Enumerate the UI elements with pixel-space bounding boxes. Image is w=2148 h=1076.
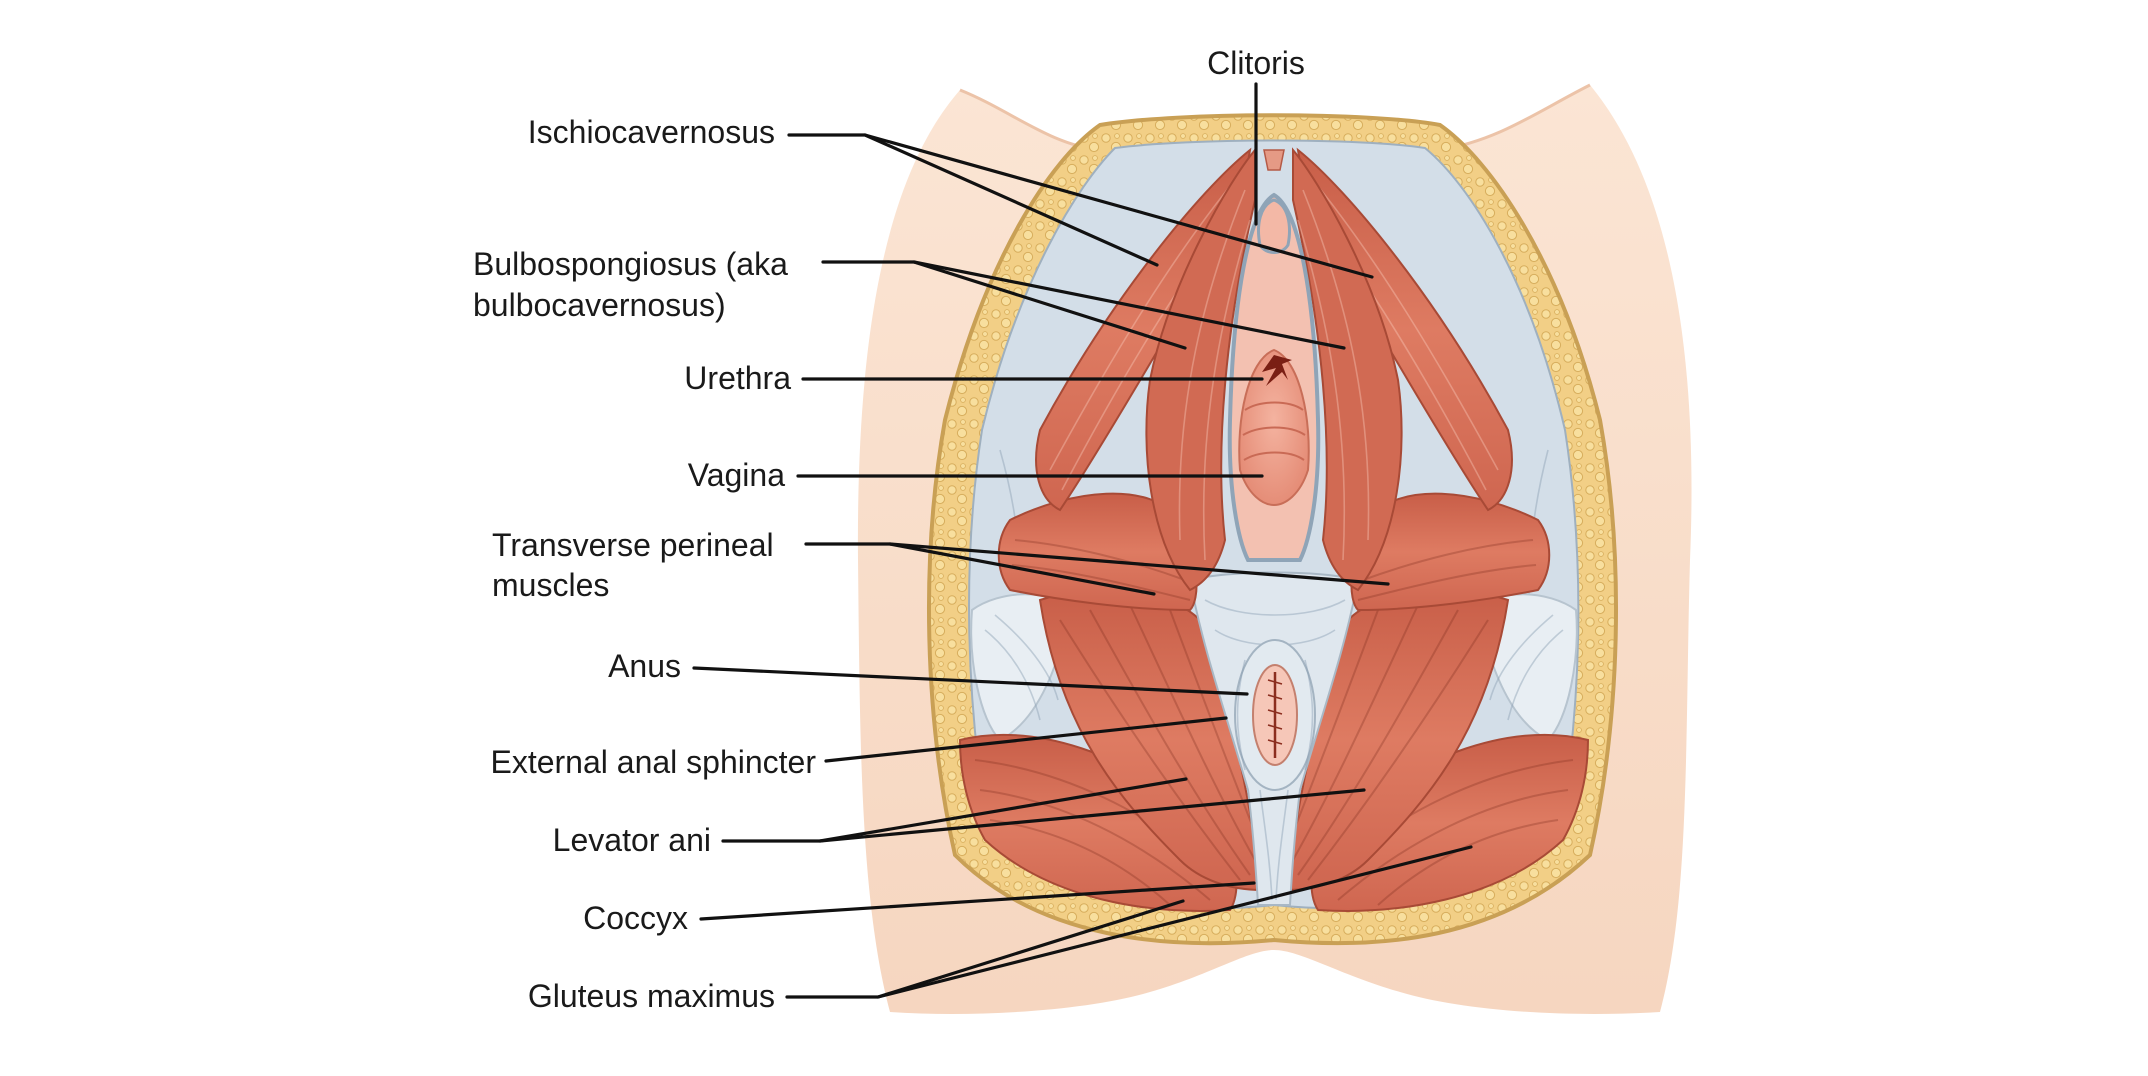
label-gluteus-maximus: Gluteus maximus xyxy=(528,978,775,1014)
leader-bulbospongiosus-right xyxy=(912,260,1346,350)
leader-levator-ani-right xyxy=(818,788,1366,843)
label-transverse-line1: Transverse perineal xyxy=(492,527,774,563)
label-ischiocavernosus: Ischiocavernosus xyxy=(528,114,775,150)
label-levator-ani: Levator ani xyxy=(553,822,711,858)
label-urethra: Urethra xyxy=(684,360,791,396)
leader-gluteus-right xyxy=(876,845,1473,999)
label-transverse-line2: muscles xyxy=(492,567,609,603)
label-anus: Anus xyxy=(608,648,681,684)
label-clitoris: Clitoris xyxy=(1207,45,1305,81)
leader-anus xyxy=(692,666,1249,696)
labels: Clitoris Ischiocavernosus Bulbospongiosu… xyxy=(473,45,1305,1014)
leader-external-anal-sphincter xyxy=(824,716,1228,763)
leader-coccyx xyxy=(699,881,1256,921)
label-external-anal-sphincter: External anal sphincter xyxy=(490,744,816,780)
leader-transverse-right xyxy=(888,542,1390,586)
label-coccyx: Coccyx xyxy=(583,900,688,936)
leader-ischiocavernosus-right xyxy=(863,133,1374,279)
urethra xyxy=(1262,355,1292,386)
anus xyxy=(1252,664,1298,766)
label-bulbospongiosus-line1: Bulbospongiosus (aka xyxy=(473,246,788,282)
label-bulbospongiosus-line2: bulbocavernosus) xyxy=(473,287,726,323)
clitoris xyxy=(1257,149,1291,254)
transverse-perineal-muscles xyxy=(997,492,1551,612)
bulbospongiosus-muscle xyxy=(1145,147,1403,592)
levator-ani xyxy=(1038,588,1510,892)
gluteus-maximus xyxy=(958,733,1590,912)
vagina xyxy=(1238,348,1310,507)
leader-lines xyxy=(692,82,1473,999)
label-vagina: Vagina xyxy=(688,457,785,493)
